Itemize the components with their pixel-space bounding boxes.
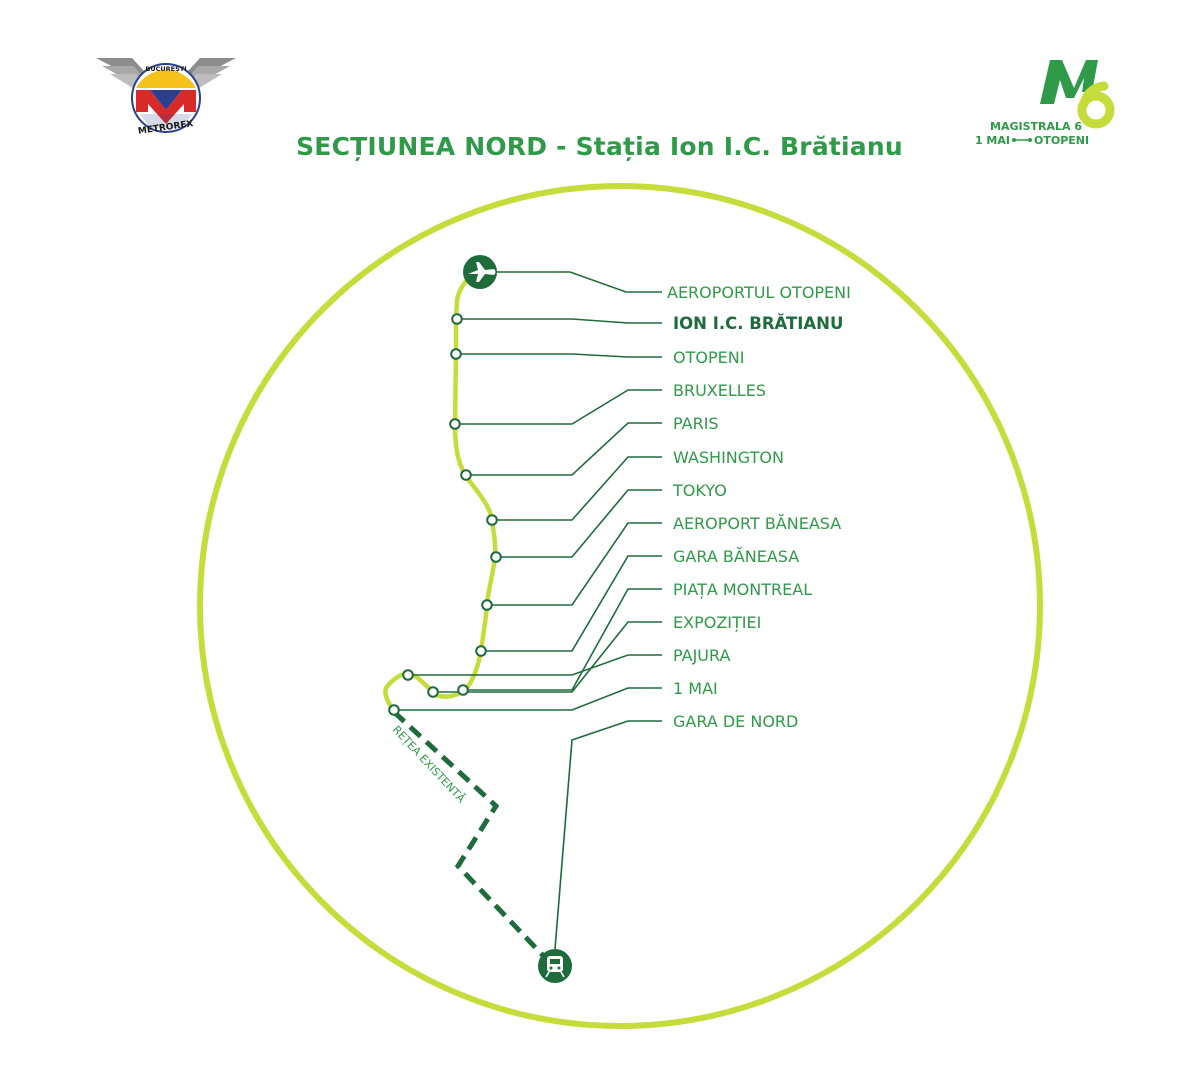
station-label: OTOPENI bbox=[673, 348, 744, 367]
m6-line2-right: OTOPENI bbox=[1034, 134, 1089, 147]
station-label: WASHINGTON bbox=[673, 448, 784, 467]
m6-line1: MAGISTRALA 6 bbox=[990, 120, 1082, 133]
station-dot bbox=[451, 313, 463, 325]
m-letter-icon bbox=[1040, 60, 1098, 104]
station-connector bbox=[462, 318, 662, 324]
train-station-marker bbox=[538, 949, 572, 983]
station-dot bbox=[475, 645, 487, 657]
station-connector bbox=[486, 555, 662, 652]
station-connector bbox=[501, 489, 662, 558]
station-dot bbox=[388, 704, 400, 716]
station-dot bbox=[449, 418, 461, 430]
station-label: ION I.C. BRĂTIANU bbox=[673, 314, 843, 333]
map-circle bbox=[197, 183, 1043, 1029]
six-ring-icon bbox=[1077, 91, 1115, 129]
station-labels: AEROPORTUL OTOPENI ION I.C. BRĂTIANU OTOPE… bbox=[667, 283, 851, 731]
station-dot bbox=[486, 514, 498, 526]
train-icon bbox=[545, 956, 565, 978]
station-label: AEROPORTUL OTOPENI bbox=[667, 283, 851, 302]
existing-network-line bbox=[392, 710, 554, 967]
metrorex-logo: BUCUREȘTI METROREX bbox=[96, 58, 236, 137]
station-dot bbox=[481, 599, 493, 611]
station-connector bbox=[413, 654, 662, 676]
station-label: TOKYO bbox=[672, 481, 727, 500]
station-connector bbox=[468, 588, 662, 691]
m6-route-line bbox=[383, 269, 498, 713]
page-title: SECȚIUNEA NORD - Stația Ion I.C. Brătian… bbox=[296, 132, 903, 161]
station-label: PAJURA bbox=[673, 646, 730, 665]
station-connector bbox=[438, 621, 662, 693]
station-label: PARIS bbox=[673, 414, 719, 433]
station-dot bbox=[450, 348, 462, 360]
station-dot bbox=[427, 686, 439, 698]
station-dot bbox=[402, 669, 414, 681]
m6-line2-left: 1 MAI bbox=[975, 134, 1010, 147]
station-connector bbox=[460, 389, 662, 425]
airport-marker bbox=[463, 255, 497, 289]
m6-logo: MAGISTRALA 6 1 MAI OTOPENI bbox=[975, 60, 1115, 147]
airplane-icon bbox=[468, 262, 496, 282]
station-label: 1 MAI bbox=[673, 679, 718, 698]
station-dot bbox=[460, 469, 472, 481]
station-dot bbox=[490, 551, 502, 563]
station-label: GARA BĂNEASA bbox=[673, 547, 799, 566]
metrorex-top-text: BUCUREȘTI bbox=[145, 65, 186, 73]
station-connector bbox=[497, 456, 662, 521]
station-dot bbox=[457, 684, 469, 696]
station-connector bbox=[492, 522, 662, 606]
station-label: BRUXELLES bbox=[673, 381, 766, 400]
station-connector bbox=[471, 422, 662, 476]
existing-network-label: REȚEA EXISTENTĂ bbox=[390, 723, 468, 805]
station-label: GARA DE NORD bbox=[673, 712, 798, 731]
station-label: PIAȚA MONTREAL bbox=[673, 580, 812, 599]
station-connector bbox=[497, 271, 662, 293]
station-dots bbox=[388, 313, 502, 716]
station-connector bbox=[461, 353, 662, 358]
station-connector bbox=[554, 720, 662, 950]
station-label: AEROPORT BĂNEASA bbox=[673, 514, 841, 533]
station-connector bbox=[399, 687, 662, 711]
station-connectors bbox=[399, 271, 662, 950]
station-label: EXPOZIȚIEI bbox=[673, 613, 761, 632]
